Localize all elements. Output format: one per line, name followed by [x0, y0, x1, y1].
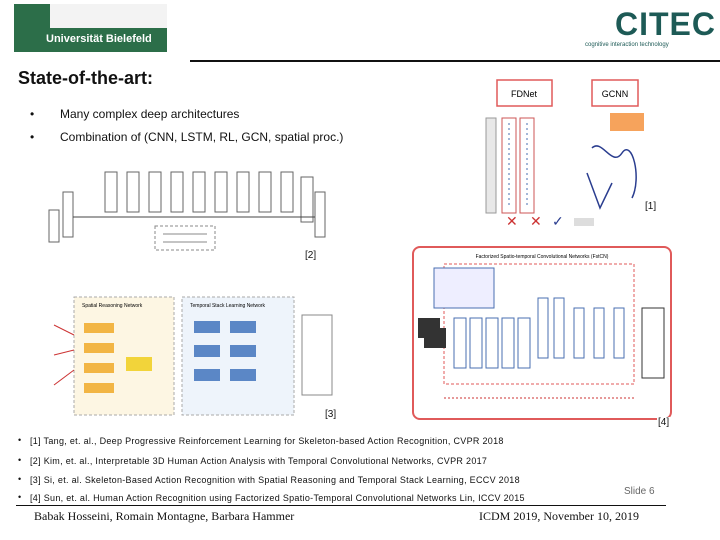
footer-rule [16, 505, 666, 506]
university-logo: Universität Bielefeld [14, 4, 167, 52]
university-logo-text: Universität Bielefeld [46, 33, 152, 45]
fdnet-label: FDNet [511, 89, 538, 99]
reference-item: • [3] Si, et. al. Skeleton-Based Action … [18, 474, 520, 485]
figure-1-fdnet-gcnn: FDNet GCNN ✕ ✕ ✓ [482, 78, 668, 238]
header-rule [190, 60, 720, 62]
figure-3-diagram: Spatial Reasoning Network Temporal Stack… [53, 296, 333, 416]
gcnn-label: GCNN [602, 89, 629, 99]
slide-title: State-of-the-art: [18, 68, 153, 88]
figure-2-label: [2] [304, 250, 318, 261]
figure-4-fstcn: Factorized Spatio-temporal Convolutional… [412, 246, 672, 420]
bullet-item: • Many complex deep architectures [30, 107, 240, 121]
figure-3-label: [3] [324, 409, 338, 420]
figure-2-temporal-conv-net [45, 162, 330, 254]
citec-logo: CITEC cognitive interaction technology [585, 6, 715, 52]
citec-logo-text: CITEC [615, 6, 716, 42]
slide-number: Slide 6 [624, 486, 655, 497]
figure-4-title: Factorized Spatio-temporal Convolutional… [476, 254, 609, 260]
footer-authors: Babak Hosseini, Romain Montagne, Barbara… [34, 509, 295, 523]
footer-venue-date: ICDM 2019, November 10, 2019 [479, 509, 639, 523]
reference-item: • [1] Tang, et. al., Deep Progressive Re… [18, 435, 504, 446]
figure-4-label: [4] [657, 417, 671, 428]
citec-tagline: cognitive interaction technology [585, 42, 669, 48]
figure-3-right-title: Temporal Stack Learning Network [190, 303, 266, 309]
figure-1-diagram: FDNet GCNN ✕ ✕ ✓ [485, 79, 644, 229]
bullet-item: • Combination of (CNN, LSTM, RL, GCN, sp… [30, 130, 344, 144]
figure-4-diagram: Factorized Spatio-temporal Convolutional… [418, 254, 665, 399]
svg-text:✓: ✓ [552, 213, 564, 229]
figure-3-spatial-temporal-net: Spatial Reasoning Network Temporal Stack… [34, 295, 359, 417]
figure-3-left-title: Spatial Reasoning Network [82, 303, 143, 309]
reference-item: • [4] Sun, et. al. Human Action Recognit… [18, 492, 525, 503]
svg-text:✕: ✕ [530, 213, 542, 229]
reference-item: • [2] Kim, et. al., Interpretable 3D Hum… [18, 455, 488, 466]
figure-2-diagram [48, 171, 326, 251]
figure-1-label: [1] [644, 201, 658, 212]
svg-text:✕: ✕ [506, 213, 518, 229]
